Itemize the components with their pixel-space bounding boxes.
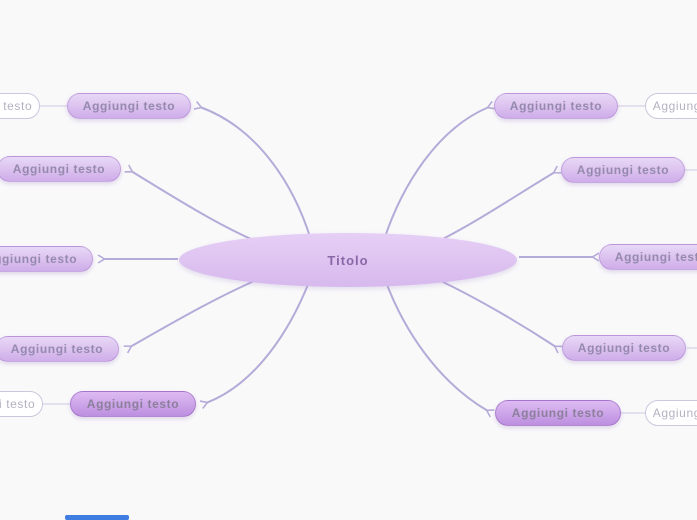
branch-curve-right-4 [429,275,556,347]
ghost-node-add[interactable]: Aggiungi testo [0,93,40,119]
horizontal-scrollbar-thumb[interactable] [65,515,129,520]
ghost-node-add[interactable]: Aggiungi testo [0,391,43,417]
branch-curve-right-2 [427,172,555,247]
mindmap-node-left-2[interactable]: Aggiungi testo [0,156,121,182]
ghost-node-add[interactable]: Aggiungi testo [645,400,697,426]
mindmap-node-left-3[interactable]: Aggiungi testo [0,246,93,272]
branch-curve-right-1 [383,107,489,241]
mindmap-node-right-1[interactable]: Aggiungi testo [494,93,618,119]
root-node[interactable]: Titolo [179,233,517,287]
mindmap-node-right-4[interactable]: Aggiungi testo [562,335,686,361]
branch-curve-right-5 [385,281,488,411]
branch-curve-left-4 [130,275,267,347]
branch-curve-left-5 [206,281,310,403]
branch-curve-left-1 [200,107,312,241]
mindmap-node-left-5[interactable]: Aggiungi testo [70,391,196,417]
ghost-node-add[interactable]: Aggiungi testo [645,93,697,119]
branch-curve-left-2 [131,171,269,247]
mindmap-node-right-2[interactable]: Aggiungi testo [561,157,685,183]
mindmap-node-right-5[interactable]: Aggiungi testo [495,400,621,426]
mindmap-node-right-3[interactable]: Aggiungi testo [599,244,697,270]
mindmap-node-left-4[interactable]: Aggiungi testo [0,336,119,362]
mindmap-node-left-1[interactable]: Aggiungi testo [67,93,191,119]
